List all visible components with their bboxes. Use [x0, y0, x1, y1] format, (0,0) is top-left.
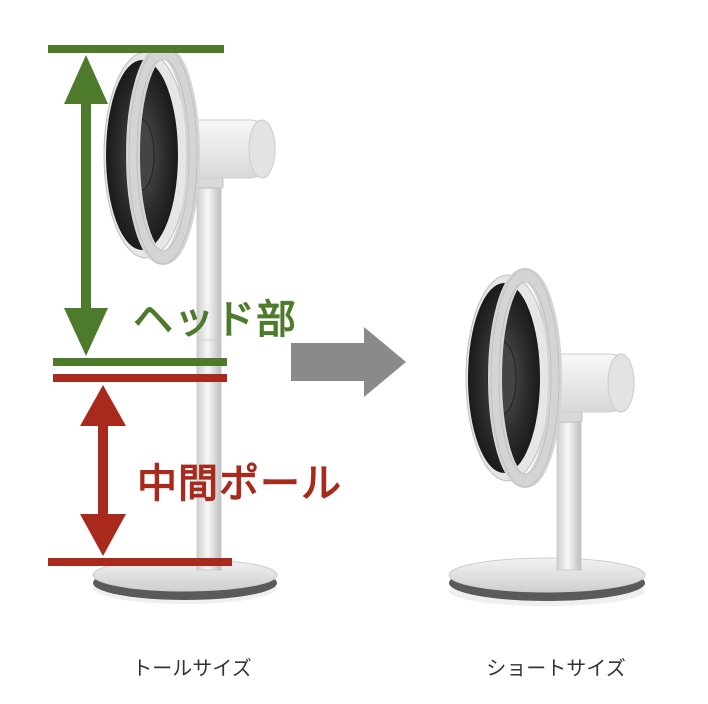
- head-arrow-shaft: [81, 98, 91, 314]
- head-top-line: [48, 45, 224, 53]
- head-arrow-bottom: [64, 308, 108, 356]
- short-fan-pole: [556, 419, 582, 571]
- short-fan-base: [448, 557, 646, 593]
- short-fan-guard-front: [488, 268, 562, 488]
- pole-arrow-top: [80, 385, 126, 426]
- head-marker: [48, 45, 227, 366]
- head-section-label: ヘッド部: [133, 297, 297, 343]
- transition-arrow: [291, 327, 406, 397]
- short-fan: [448, 268, 646, 606]
- short-size-caption: ショートサイズ: [486, 656, 626, 680]
- head-bottom-line: [53, 358, 227, 366]
- pole-arrow-shaft: [98, 420, 108, 520]
- head-arrow-top: [64, 55, 108, 104]
- tall-size-caption: トールサイズ: [132, 656, 252, 680]
- pole-marker: [48, 374, 232, 566]
- middle-pole-label: 中間ポール: [137, 461, 342, 507]
- pole-bottom-line: [48, 558, 232, 566]
- pole-arrow-bottom: [80, 514, 126, 556]
- pole-top-line: [53, 374, 227, 382]
- tall-fan: [92, 45, 278, 604]
